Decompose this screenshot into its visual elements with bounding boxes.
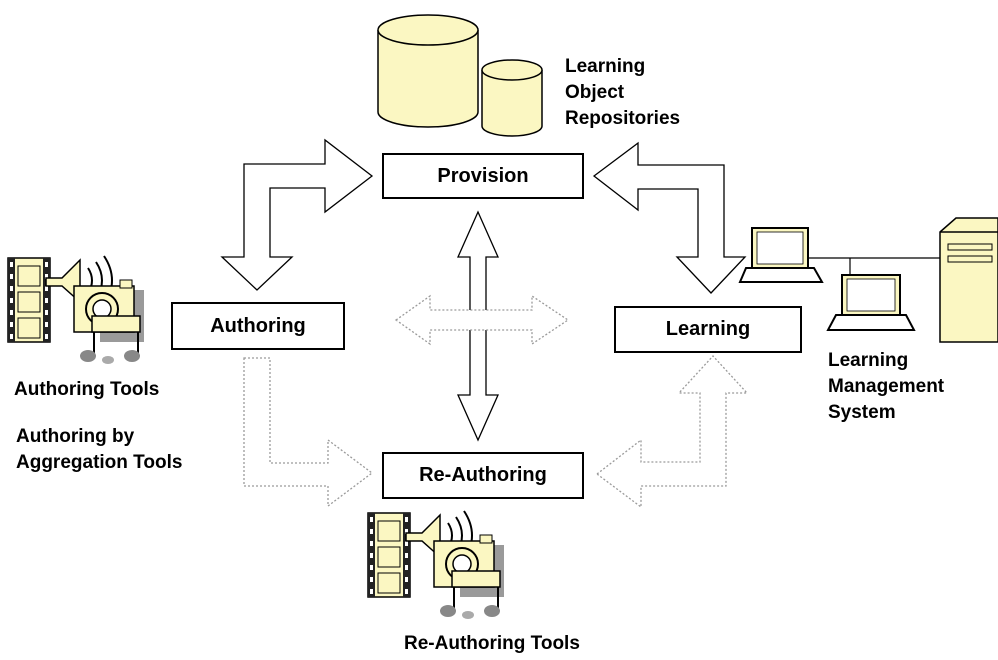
authoring-provision-arrow <box>220 138 374 291</box>
lms-computers-icon <box>738 217 998 343</box>
authoring-tools-media-icon <box>7 255 145 365</box>
provision-box: Provision <box>382 153 584 199</box>
authoring-reauthoring-dotted-arrow <box>243 357 374 508</box>
aggregation-tools-caption: Authoring by Aggregation Tools <box>16 426 183 473</box>
reauthoring-tools-caption: Re-Authoring Tools <box>404 633 580 654</box>
lms-caption: Learning Management System <box>828 350 945 423</box>
dotted-arrows <box>243 294 749 509</box>
reauthoring-box: Re-Authoring <box>382 452 584 499</box>
repositories-caption: Learning Object Repositories <box>565 56 681 129</box>
repository-database-icon <box>377 14 543 137</box>
authoring-tools-caption: Authoring Tools <box>14 379 160 400</box>
learning-box: Learning <box>614 306 802 353</box>
reauthoring-learning-dotted-arrow <box>595 355 749 509</box>
authoring-box: Authoring <box>171 302 345 350</box>
horizontal-dotted-double-arrow <box>394 294 570 346</box>
reauthoring-tools-media-icon <box>367 510 505 620</box>
provision-learning-arrow <box>592 141 747 294</box>
